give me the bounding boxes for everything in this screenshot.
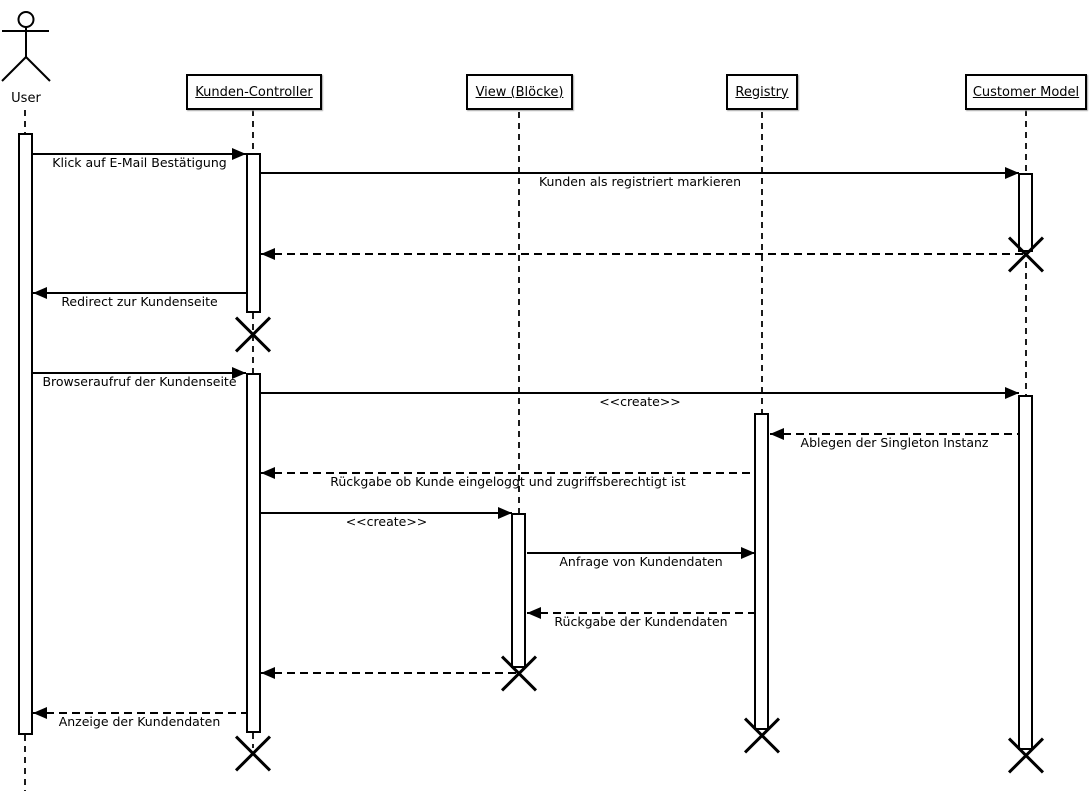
activation-bar-kunden-controller-2 (246, 373, 261, 733)
actor-icon (1, 11, 51, 82)
message-arrowhead (498, 507, 512, 519)
message-label: Redirect zur Kundenseite (61, 294, 218, 309)
message-line (527, 552, 755, 554)
message-line (33, 372, 246, 374)
lifeline-registry (761, 112, 763, 413)
activation-bar-view-bloecke (511, 513, 526, 668)
message-arrowhead (527, 607, 541, 619)
actor-label: User (11, 91, 41, 106)
lifeline-kunden-controller (252, 313, 254, 373)
lifeline-customer-model (1025, 110, 1027, 173)
activation-bar-user (18, 133, 33, 735)
message-line (261, 472, 755, 474)
message-label: Kunden als registriert markieren (538, 174, 742, 189)
destroy-x-icon (1007, 736, 1045, 774)
lifeline-view-bloecke (518, 112, 520, 513)
message-label: Anzeige der Kundendaten (58, 714, 221, 729)
destroy-x-icon (500, 654, 538, 692)
message-label: <<create>> (345, 514, 428, 529)
participant-box-0: Kunden-Controller (186, 74, 322, 110)
message-label: Rückgabe ob Kunde eingeloggt und zugriff… (330, 474, 686, 489)
message-label: Browseraufruf der Kundenseite (42, 374, 237, 389)
participant-label: Customer Model (972, 84, 1080, 100)
message-arrowhead (741, 547, 755, 559)
message-arrowhead (232, 148, 246, 160)
message-line (261, 253, 1026, 255)
message-line (33, 292, 246, 294)
message-label: Klick auf E-Mail Bestätigung (52, 155, 227, 170)
message-line (261, 512, 512, 514)
activation-bar-customer-model-2 (1018, 395, 1033, 750)
destroy-x-icon (234, 734, 272, 772)
lifeline-user (24, 735, 26, 791)
message-arrowhead (261, 667, 275, 679)
message-arrowhead (770, 428, 784, 440)
lifeline-customer-model (1025, 262, 1027, 395)
message-line (527, 612, 755, 614)
message-line (33, 712, 246, 714)
message-arrowhead (261, 248, 275, 260)
message-label: Anfrage von Kundendaten (559, 554, 723, 569)
participant-label: View (Blöcke) (475, 84, 564, 100)
message-line (770, 433, 1019, 435)
message-line (261, 172, 1019, 174)
participant-box-3: Customer Model (965, 74, 1087, 110)
activation-bar-kunden-controller-1 (246, 153, 261, 313)
message-arrowhead (261, 467, 275, 479)
participant-box-1: View (Blöcke) (466, 74, 573, 110)
message-line (33, 153, 246, 155)
message-arrowhead (33, 707, 47, 719)
message-arrowhead (232, 367, 246, 379)
lifeline-kunden-controller (252, 733, 254, 748)
message-line (261, 392, 1019, 394)
message-label: Ablegen der Singleton Instanz (800, 435, 989, 450)
message-arrowhead (1005, 167, 1019, 179)
message-label: Rückgabe der Kundendaten (554, 614, 728, 629)
participant-label: Kunden-Controller (195, 84, 313, 100)
message-arrowhead (1005, 387, 1019, 399)
participant-box-2: Registry (726, 74, 798, 110)
lifeline-user (24, 110, 26, 133)
message-arrowhead (33, 287, 47, 299)
activation-bar-registry (754, 413, 769, 730)
message-label: <<create>> (599, 394, 681, 409)
message-line (261, 672, 519, 674)
destroy-x-icon (743, 716, 781, 754)
lifeline-kunden-controller (252, 110, 254, 153)
participant-label: Registry (735, 84, 789, 100)
destroy-x-icon (234, 315, 272, 353)
destroy-x-icon (1007, 235, 1045, 273)
